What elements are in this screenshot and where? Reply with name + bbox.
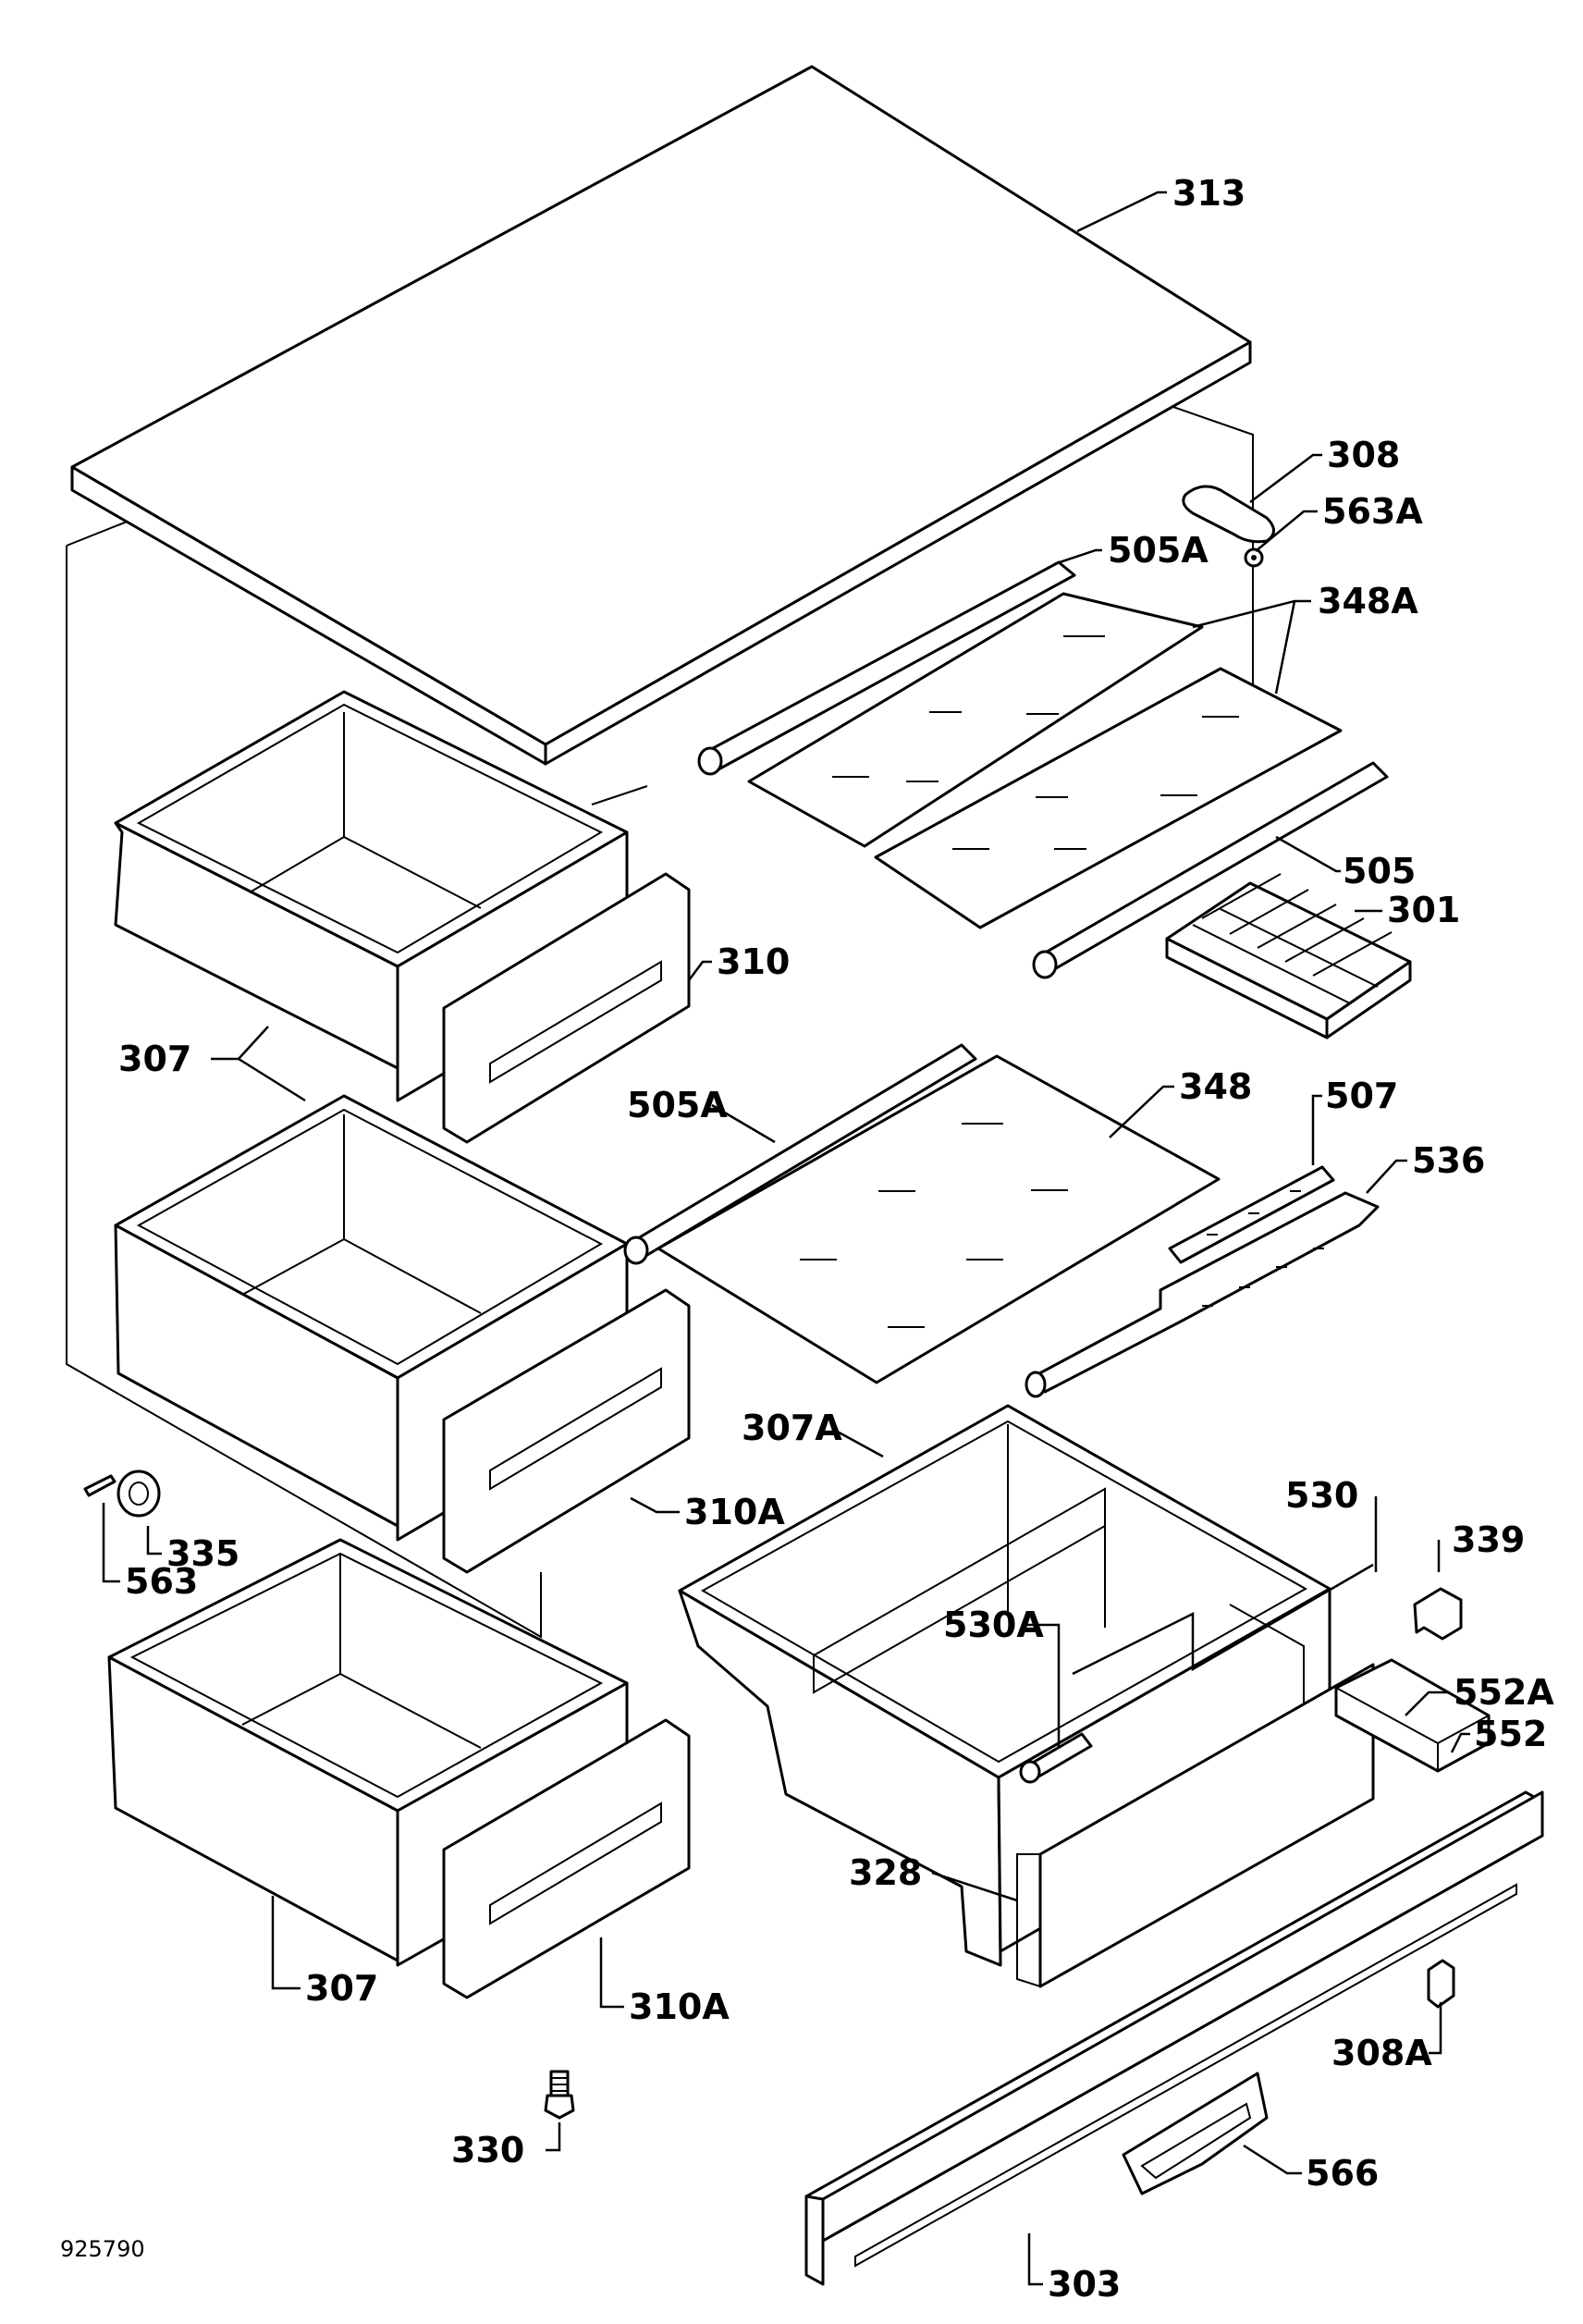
crisper-drawer-307A [678, 1404, 1331, 1967]
label-328: 328 [849, 1852, 922, 1893]
part-labels: 313 308 563A 505A 348A 505 301 310 307 5… [60, 173, 1554, 2305]
label-563: 563 [125, 1561, 198, 1602]
shelf-rail-505A-middle [623, 1043, 977, 1265]
document-code: 925790 [60, 2236, 145, 2262]
label-552: 552 [1474, 1714, 1547, 1754]
knob-335 [117, 1469, 161, 1518]
support-rail-536 [1025, 1191, 1380, 1398]
drawer-front-310A-bottom [396, 1681, 691, 1999]
bracket-507 [1168, 1165, 1335, 1264]
label-335: 335 [166, 1533, 239, 1574]
label-330: 330 [451, 2130, 524, 2170]
label-505A-middle: 505A [627, 1085, 728, 1125]
rod-530 [1072, 1563, 1374, 1676]
label-505A-top: 505A [1108, 530, 1209, 571]
label-308: 308 [1327, 435, 1400, 475]
label-310A-bottom: 310A [629, 1986, 730, 2027]
handle-566 [1122, 2072, 1269, 2195]
drawer-front-310-top [396, 830, 691, 1144]
ice-tray-301 [1165, 873, 1412, 1039]
drawer-front-310A-middle [396, 1242, 691, 1574]
pin-563 [83, 1474, 117, 1497]
label-563A: 563A [1322, 491, 1423, 532]
label-339: 339 [1452, 1519, 1525, 1560]
screw-563A [1244, 547, 1264, 568]
label-310A-middle: 310A [684, 1492, 785, 1532]
label-552A: 552A [1454, 1672, 1554, 1713]
label-530A: 530A [943, 1605, 1044, 1645]
clip-339 [1413, 1587, 1463, 1641]
label-536: 536 [1412, 1140, 1485, 1181]
top-cover-313 [70, 65, 1252, 766]
drawer-307-middle [114, 1094, 629, 1528]
glass-shelf-348 [657, 1054, 1221, 1384]
label-307A: 307A [742, 1408, 842, 1448]
label-530: 530 [1285, 1475, 1358, 1516]
crisper-front-328 [1016, 1663, 1375, 1988]
label-307-top: 307 [118, 1039, 191, 1079]
front-rail-303 [804, 1790, 1544, 2286]
label-310-top: 310 [717, 941, 790, 982]
label-566: 566 [1306, 2153, 1379, 2194]
label-348A: 348A [1318, 581, 1418, 621]
label-303: 303 [1048, 2264, 1121, 2305]
bar-530A [1019, 1732, 1093, 1784]
leader-lines [102, 191, 1470, 2286]
label-301: 301 [1387, 890, 1460, 930]
label-307-bottom: 307 [305, 1968, 378, 2009]
slide-552A [1334, 1658, 1491, 1773]
label-505: 505 [1343, 851, 1416, 891]
clip-308A [1427, 1959, 1455, 2009]
glass-shelves-348A [747, 592, 1343, 929]
label-507: 507 [1325, 1076, 1398, 1116]
drawer-307-top [114, 690, 629, 1070]
label-313: 313 [1172, 173, 1246, 214]
label-348: 348 [1179, 1066, 1252, 1107]
label-308A: 308A [1331, 2033, 1432, 2073]
shelf-rail-505A-top [697, 560, 1076, 776]
shelf-rail-505 [1032, 761, 1389, 979]
screw-330 [544, 2070, 575, 2120]
